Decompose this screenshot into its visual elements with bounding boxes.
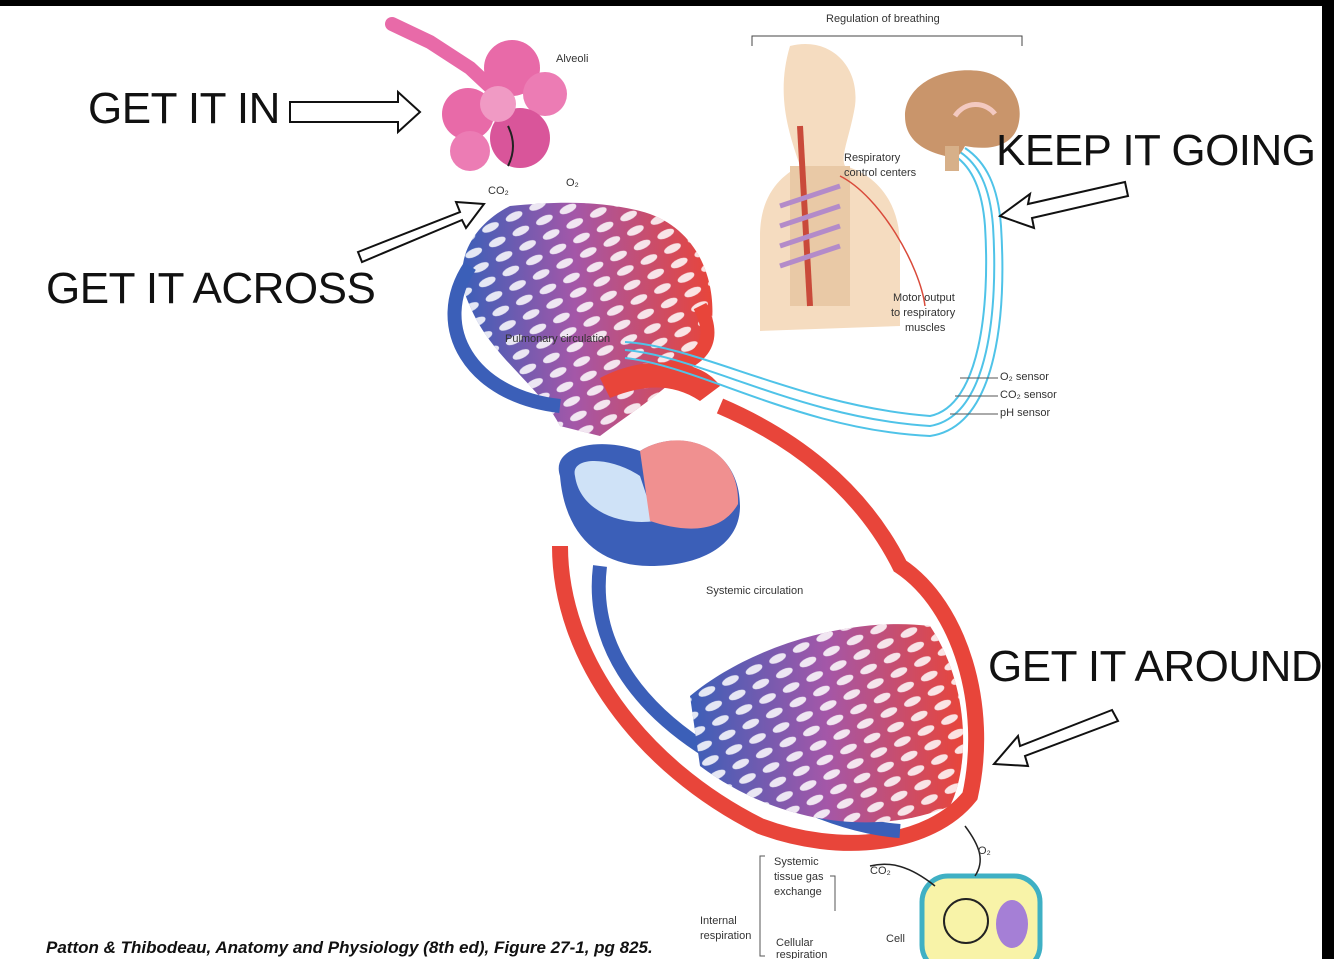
label-cellular-1: Cellular <box>776 937 814 949</box>
slide: GET IT IN GET IT ACROSS KEEP IT GOING GE… <box>0 6 1322 959</box>
label-co2-sensor: CO₂ sensor <box>1000 389 1057 401</box>
label-exchange-2: tissue gas <box>774 871 824 883</box>
label-exchange-1: Systemic <box>774 856 819 868</box>
label-cellular-2: respiration <box>776 949 828 959</box>
label-cell: Cell <box>886 933 905 945</box>
label-co2-cell: CO₂ <box>870 865 891 877</box>
cell-o2-arrow <box>964 825 981 877</box>
cell-icon <box>919 873 1043 959</box>
label-co2-lung: CO₂ <box>488 185 509 197</box>
label-systemic: Systemic circulation <box>706 585 804 597</box>
label-internal-2: respiration <box>700 930 752 942</box>
torso-icon <box>760 44 926 331</box>
heart-icon <box>558 362 740 566</box>
cell-co2-arrow <box>869 863 936 887</box>
brain-icon <box>905 70 1020 171</box>
sensor-lines <box>624 147 1004 438</box>
label-o2-sensor: O₂ sensor <box>1000 371 1049 383</box>
label-o2-cell: O₂ <box>978 845 991 857</box>
systemic-circulation-loop <box>552 398 985 851</box>
heading-get-it-across: GET IT ACROSS <box>46 264 376 313</box>
citation: Patton & Thibodeau, Anatomy and Physiolo… <box>46 938 653 957</box>
label-internal-1: Internal <box>700 915 737 927</box>
hollow-arrow-icon <box>289 89 1130 768</box>
label-ph-sensor: pH sensor <box>1000 407 1051 419</box>
label-pulmonary: Pulmonary circulation <box>505 333 611 345</box>
label-motor-1: Motor output <box>893 292 955 304</box>
label-regulation: Regulation of breathing <box>826 13 940 25</box>
label-respiratory-1: Respiratory <box>844 152 901 164</box>
label-alveoli: Alveoli <box>556 53 589 65</box>
circulation-diagram <box>289 17 1130 959</box>
internal-bracket <box>759 855 836 957</box>
lung-alveoli-icon <box>385 17 567 171</box>
pulmonary-circulation-loop <box>447 202 715 436</box>
heading-get-it-in: GET IT IN <box>88 84 280 133</box>
regulation-bracket <box>751 35 1023 46</box>
label-motor-2: to respiratory <box>891 307 956 319</box>
heading-keep-it-going: KEEP IT GOING <box>996 126 1316 175</box>
heading-get-it-around: GET IT AROUND <box>988 642 1322 691</box>
label-o2-lung: O₂ <box>566 177 579 189</box>
label-respiratory-2: control centers <box>844 167 917 179</box>
label-exchange-3: exchange <box>774 886 822 898</box>
label-motor-3: muscles <box>905 322 946 334</box>
